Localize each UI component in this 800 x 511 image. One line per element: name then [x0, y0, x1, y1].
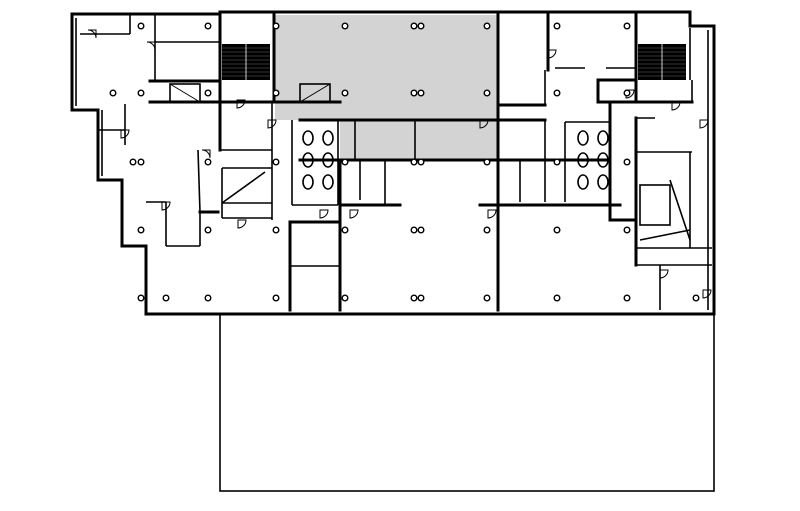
column — [623, 158, 631, 166]
door-swing — [120, 129, 130, 139]
door-swing — [146, 41, 156, 51]
column — [417, 22, 425, 30]
column — [483, 158, 491, 166]
column — [272, 158, 280, 166]
elevator-shafts — [169, 83, 691, 241]
column — [483, 89, 491, 97]
lower-annex[interactable] — [219, 313, 715, 492]
column — [410, 89, 418, 97]
column — [341, 294, 349, 302]
column — [109, 89, 117, 97]
column — [272, 22, 280, 30]
column — [129, 158, 137, 166]
column — [483, 294, 491, 302]
column — [341, 158, 349, 166]
column — [137, 294, 145, 302]
column — [137, 226, 145, 234]
stairs-left — [222, 44, 270, 80]
door-swing — [267, 119, 277, 129]
column — [410, 226, 418, 234]
door-swing — [87, 29, 97, 39]
column — [341, 226, 349, 234]
column — [553, 226, 561, 234]
structural-columns — [109, 22, 700, 302]
column — [410, 294, 418, 302]
column — [204, 22, 212, 30]
column — [553, 158, 561, 166]
column — [417, 158, 425, 166]
door-swing — [702, 289, 712, 299]
door-swing — [201, 149, 211, 159]
column — [137, 158, 145, 166]
column — [204, 89, 212, 97]
door-swing — [319, 209, 329, 219]
column — [553, 294, 561, 302]
door-swing — [349, 209, 359, 219]
column — [553, 22, 561, 30]
column — [137, 89, 145, 97]
column — [483, 22, 491, 30]
door-swing — [236, 99, 246, 109]
stairs-right — [638, 44, 686, 80]
column — [204, 226, 212, 234]
column — [410, 22, 418, 30]
door-swing — [479, 119, 489, 129]
door-swing — [659, 269, 669, 279]
column — [483, 226, 491, 234]
column — [162, 294, 170, 302]
door-swing — [699, 119, 709, 129]
exterior-walls — [70, 10, 716, 316]
column — [204, 158, 212, 166]
column — [341, 89, 349, 97]
door-swing — [547, 49, 557, 59]
column — [137, 22, 145, 30]
highlighted-area[interactable] — [275, 15, 497, 160]
column — [623, 226, 631, 234]
column — [272, 294, 280, 302]
column — [417, 294, 425, 302]
column — [623, 294, 631, 302]
column — [417, 89, 425, 97]
column — [623, 89, 631, 97]
door-swing — [487, 209, 497, 219]
column — [272, 226, 280, 234]
column — [417, 226, 425, 234]
column — [692, 294, 700, 302]
door-swing — [671, 101, 681, 111]
door-swing — [237, 219, 247, 229]
column — [553, 89, 561, 97]
door-swing — [161, 201, 171, 211]
doors — [87, 29, 712, 299]
column — [272, 89, 280, 97]
door-swing — [625, 89, 635, 99]
column — [623, 22, 631, 30]
column — [204, 294, 212, 302]
column — [341, 22, 349, 30]
column — [410, 158, 418, 166]
